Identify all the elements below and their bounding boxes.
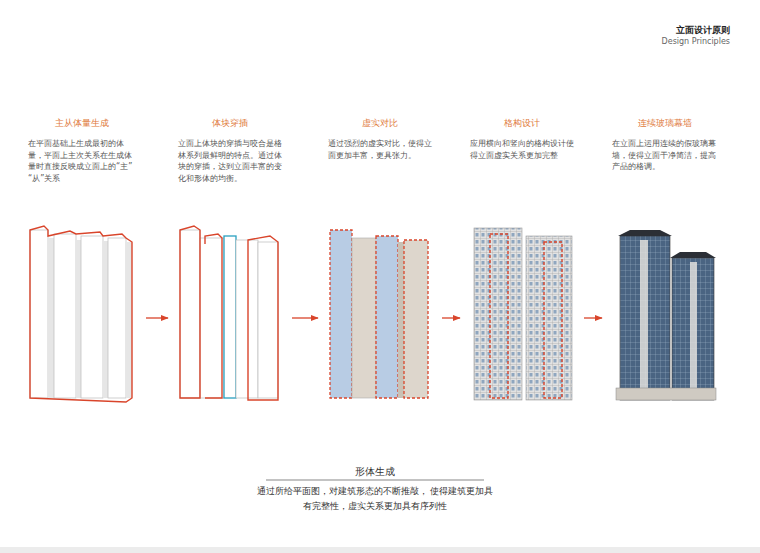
curtain-wall-model [616,230,716,400]
subtitle: Design Principles [662,37,730,46]
page-title: 立面设计原则 [676,24,730,37]
flow-arrow [584,317,602,318]
process-step: 虚实对比通过强烈的虚实对比，使得立面更加丰富，更具张力。 [328,117,432,407]
process-step: 主从体量生成在平面基础上生成最初的体量，平面上主次关系在生成体量时直接反映成立面… [28,117,136,407]
step-heading: 体块穿插 [178,117,282,129]
step-description: 在平面基础上生成最初的体量，平面上主次关系在生成体量时直接反映成立面上的“主”“… [28,138,136,184]
caption-rule [266,480,484,481]
flow-arrow [146,317,168,318]
step-heading: 连续玻璃幕墙 [612,117,718,129]
process-step: 格构设计应用横向和竖向的格构设计使得立面虚实关系更加完整 [470,117,574,407]
step-heading: 主从体量生成 [28,117,136,129]
grid-facade-model [474,228,572,400]
flow-arrow [442,317,460,318]
step-description: 立面上体块的穿插与咬合是格林系列最鲜明的特点。通过体块的穿插，达到立面丰富的变化… [178,138,282,184]
interlock-model [180,226,278,400]
caption: 通过所给平面图，对建筑形态的不断推敲， 使得建筑更加具有完整性，虚实关系更加具有… [255,484,495,514]
step-heading: 格构设计 [470,117,574,129]
step-description: 通过强烈的虚实对比，使得立面更加丰富，更具张力。 [328,138,432,161]
process-step: 连续玻璃幕墙在立面上运用连续的假玻璃幕墙，使得立面干净简洁，提高产品的格调。 [612,117,718,407]
footer-band [0,547,760,553]
step-heading: 虚实对比 [328,117,432,129]
step-description: 应用横向和竖向的格构设计使得立面虚实关系更加完整 [470,138,574,161]
step-description: 在立面上运用连续的假玻璃幕墙，使得立面干净简洁，提高产品的格调。 [612,138,718,173]
solid-void-model [330,230,428,398]
flow-arrow [292,317,318,318]
massing-model [30,226,132,402]
process-step: 体块穿插立面上体块的穿插与咬合是格林系列最鲜明的特点。通过体块的穿插，达到立面丰… [178,117,282,407]
section-label: 形体生成 [275,466,475,479]
